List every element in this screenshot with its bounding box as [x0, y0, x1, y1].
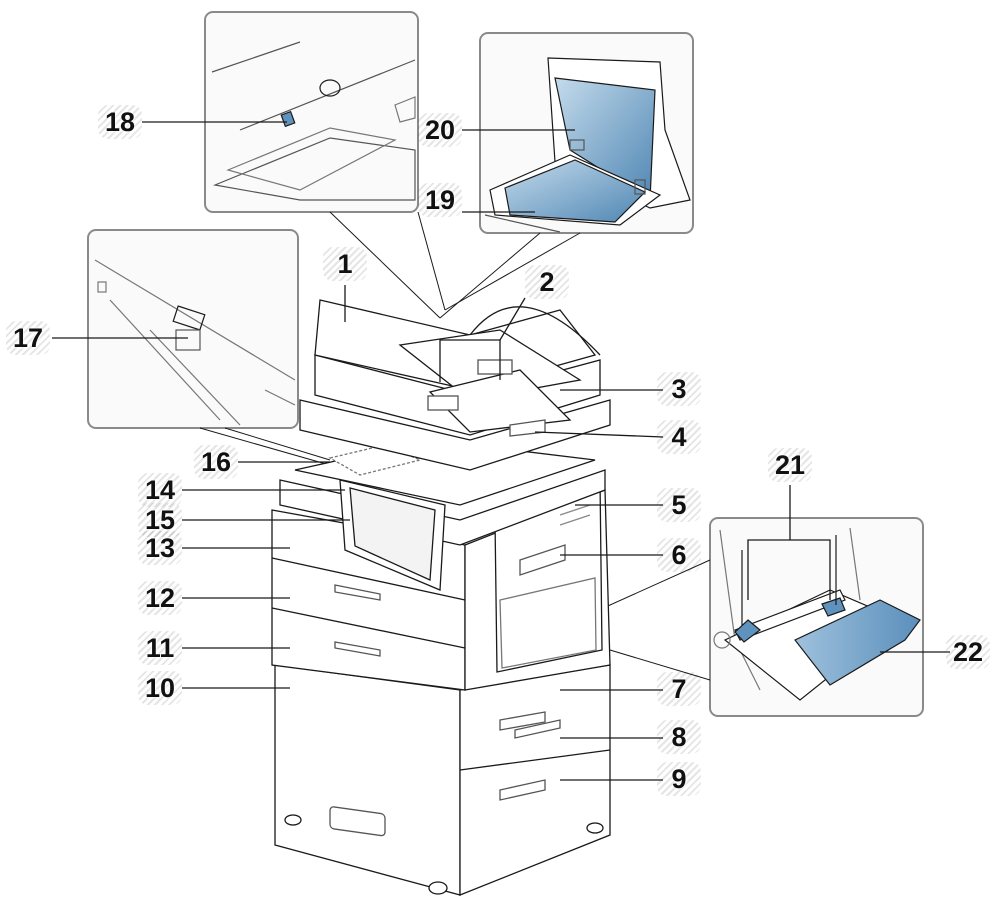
callout-17: 17	[6, 321, 50, 355]
callout-6: 6	[657, 538, 701, 572]
callout-1: 1	[323, 247, 367, 281]
printer-body	[271, 299, 611, 896]
callout-9: 9	[657, 762, 701, 796]
inset-usb-port	[87, 229, 341, 469]
callout-4: 4	[657, 420, 701, 454]
callout-15: 15	[138, 503, 182, 537]
callout-3: 3	[657, 372, 701, 406]
inset-scanner-glass	[479, 32, 694, 234]
inset-scanner-top	[204, 11, 419, 213]
inset-multipurpose-tray	[709, 517, 924, 717]
callout-14: 14	[138, 473, 182, 507]
callout-10: 10	[138, 671, 182, 705]
callout-16: 16	[194, 445, 238, 479]
callout-11: 11	[138, 631, 182, 665]
callout-19: 19	[418, 183, 462, 217]
callout-8: 8	[657, 720, 701, 754]
callout-12: 12	[138, 581, 182, 615]
callout-13: 13	[138, 531, 182, 565]
callout-2: 2	[525, 265, 569, 299]
leader-lines	[52, 121, 950, 781]
callout-21: 21	[768, 448, 812, 482]
callout-5: 5	[657, 488, 701, 522]
callout-22: 22	[946, 635, 990, 669]
callout-7: 7	[657, 672, 701, 706]
callout-20: 20	[418, 113, 462, 147]
callout-18: 18	[98, 105, 142, 139]
